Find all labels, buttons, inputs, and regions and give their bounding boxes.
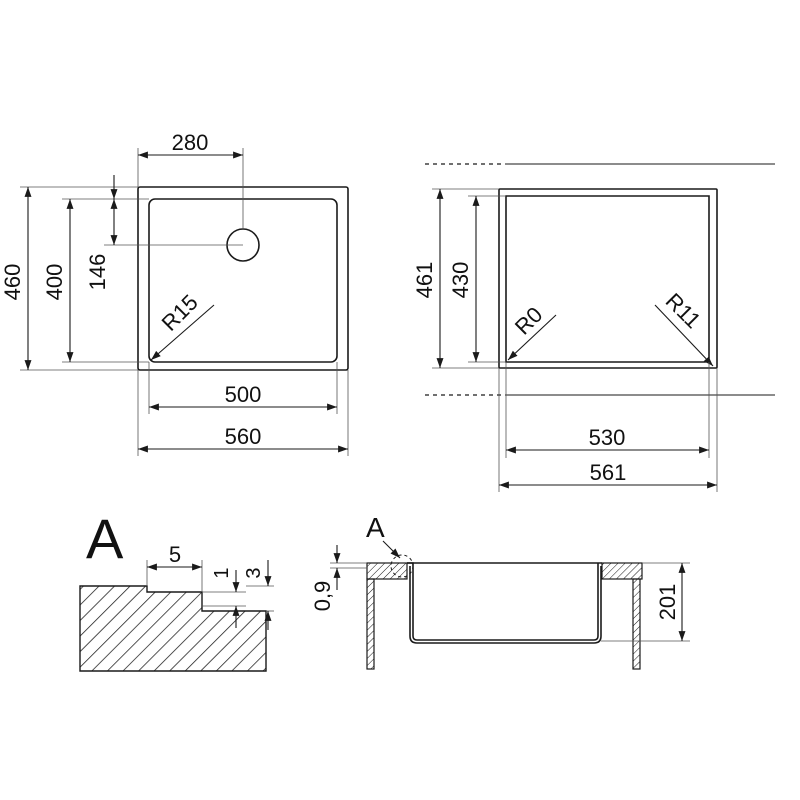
leader-r15 (150, 304, 215, 361)
dim-label-5: 5 (169, 542, 181, 567)
radius-label-r15: R15 (157, 290, 203, 336)
dim-label-0-9: 0,9 (310, 581, 335, 612)
top-view-right: 461 430 R0 R11 530 561 (412, 163, 775, 492)
dim-label-3: 3 (243, 567, 265, 578)
dim-label-460: 460 (0, 264, 25, 301)
countertop-right (601, 562, 643, 580)
sink-inner-outline-right (505, 195, 710, 363)
detail-a-label: A (86, 507, 124, 570)
dim-label-430: 430 (448, 262, 473, 299)
dim-label-1: 1 (211, 567, 233, 578)
section-a-pointer (382, 540, 401, 559)
dim-label-201: 201 (655, 584, 680, 621)
detail-a: A 5 1 3 (79, 507, 274, 672)
section-a-label: A (366, 512, 385, 543)
radius-label-r0: R0 (510, 302, 548, 340)
section-view: A 0,9 201 (310, 512, 690, 670)
dim-label-530: 530 (589, 425, 626, 450)
leader-r11 (654, 304, 714, 367)
leader-r0 (507, 314, 557, 361)
dim-label-561: 561 (590, 460, 627, 485)
dim-label-280: 280 (172, 130, 209, 155)
sink-bowl-profile (407, 562, 599, 641)
dim-label-500: 500 (225, 382, 262, 407)
top-view-left: 280 460 400 146 R15 500 560 (0, 130, 349, 456)
dim-label-146: 146 (85, 254, 110, 291)
cabinet-side-right (632, 578, 641, 670)
sink-bowl-outer-profile (409, 566, 602, 644)
radius-label-r11: R11 (661, 288, 706, 333)
dim-label-461: 461 (412, 262, 437, 299)
detail-a-hatched-section (79, 585, 267, 672)
dim-label-400: 400 (42, 264, 67, 301)
cabinet-side-left (366, 578, 375, 670)
dim-label-560: 560 (225, 424, 262, 449)
countertop-left (366, 562, 408, 580)
sink-outer-outline-right (498, 188, 718, 369)
